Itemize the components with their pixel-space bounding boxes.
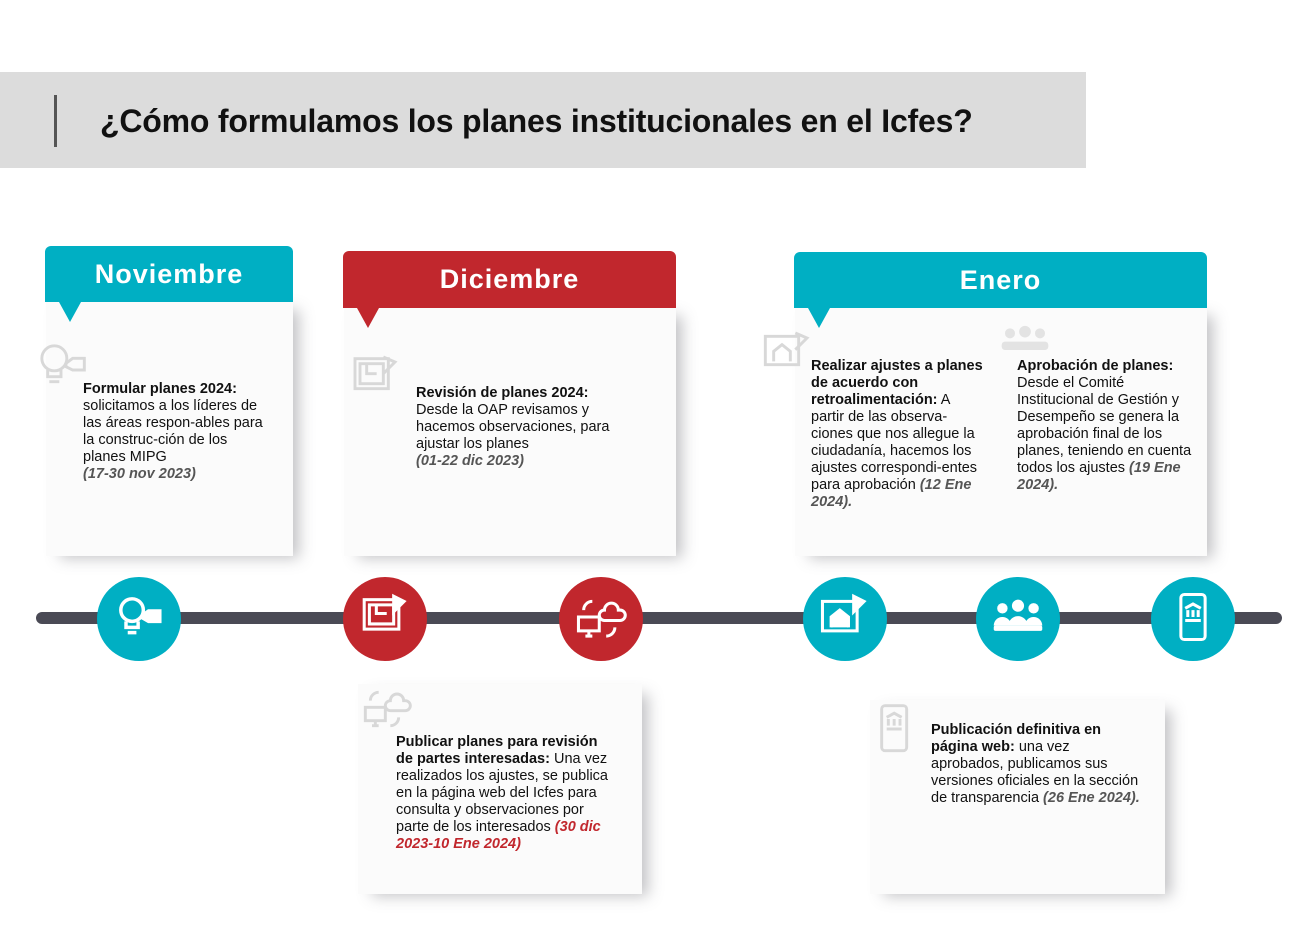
step-card-publicar: [358, 684, 642, 894]
month-header-enero: Enero: [794, 252, 1207, 308]
month-pointer: [357, 308, 379, 328]
title-banner: [0, 72, 1086, 168]
house-plan-icon: [762, 328, 812, 383]
lightbulb-tag-icon: [113, 591, 165, 648]
title-accent-bar: [54, 95, 57, 147]
timeline-node-ajustes: [803, 577, 887, 661]
step-card-enero: [795, 306, 1207, 556]
lightbulb-tag-icon: [36, 340, 86, 395]
cloud-sync-computer-icon: [575, 591, 627, 648]
month-pointer: [59, 302, 81, 322]
blueprint-icon: [350, 352, 400, 407]
step-text-publicar: Publicar planes para revisión de partes …: [396, 734, 608, 852]
timeline-node-formular: [97, 577, 181, 661]
group-meeting-icon: [1000, 320, 1050, 375]
timeline-node-publicacion: [1151, 577, 1235, 661]
group-meeting-icon: [992, 591, 1044, 648]
step-text-aprobacion: Aprobación de planes:Desde el Comité Ins…: [1017, 358, 1192, 493]
house-plan-icon: [819, 591, 871, 648]
step-text-ajustes: Realizar ajustes a planes de acuerdo con…: [811, 358, 983, 510]
mobile-institution-icon: [870, 704, 920, 759]
timeline-node-revision: [343, 577, 427, 661]
timeline-node-aprobacion: [976, 577, 1060, 661]
mobile-institution-icon: [1167, 591, 1219, 648]
step-text-formular: Formular planes 2024:solicitamos a los l…: [83, 381, 263, 482]
step-text-publicacion: Publicación definitiva en página web: un…: [931, 722, 1140, 806]
timeline-line: [36, 612, 1282, 624]
cloud-sync-computer-icon: [362, 684, 412, 739]
month-header-diciembre: Diciembre: [343, 251, 676, 308]
blueprint-icon: [359, 591, 411, 648]
step-card-revision: [344, 306, 676, 556]
page-title: ¿Cómo formulamos los planes instituciona…: [100, 103, 973, 139]
timeline-node-publicar: [559, 577, 643, 661]
month-pointer: [808, 308, 830, 328]
month-header-noviembre: Noviembre: [45, 246, 293, 302]
step-text-revision: Revisión de planes 2024:Desde la OAP rev…: [416, 385, 610, 469]
step-card-publicacion: [870, 700, 1165, 894]
step-card-formular: [46, 300, 293, 556]
